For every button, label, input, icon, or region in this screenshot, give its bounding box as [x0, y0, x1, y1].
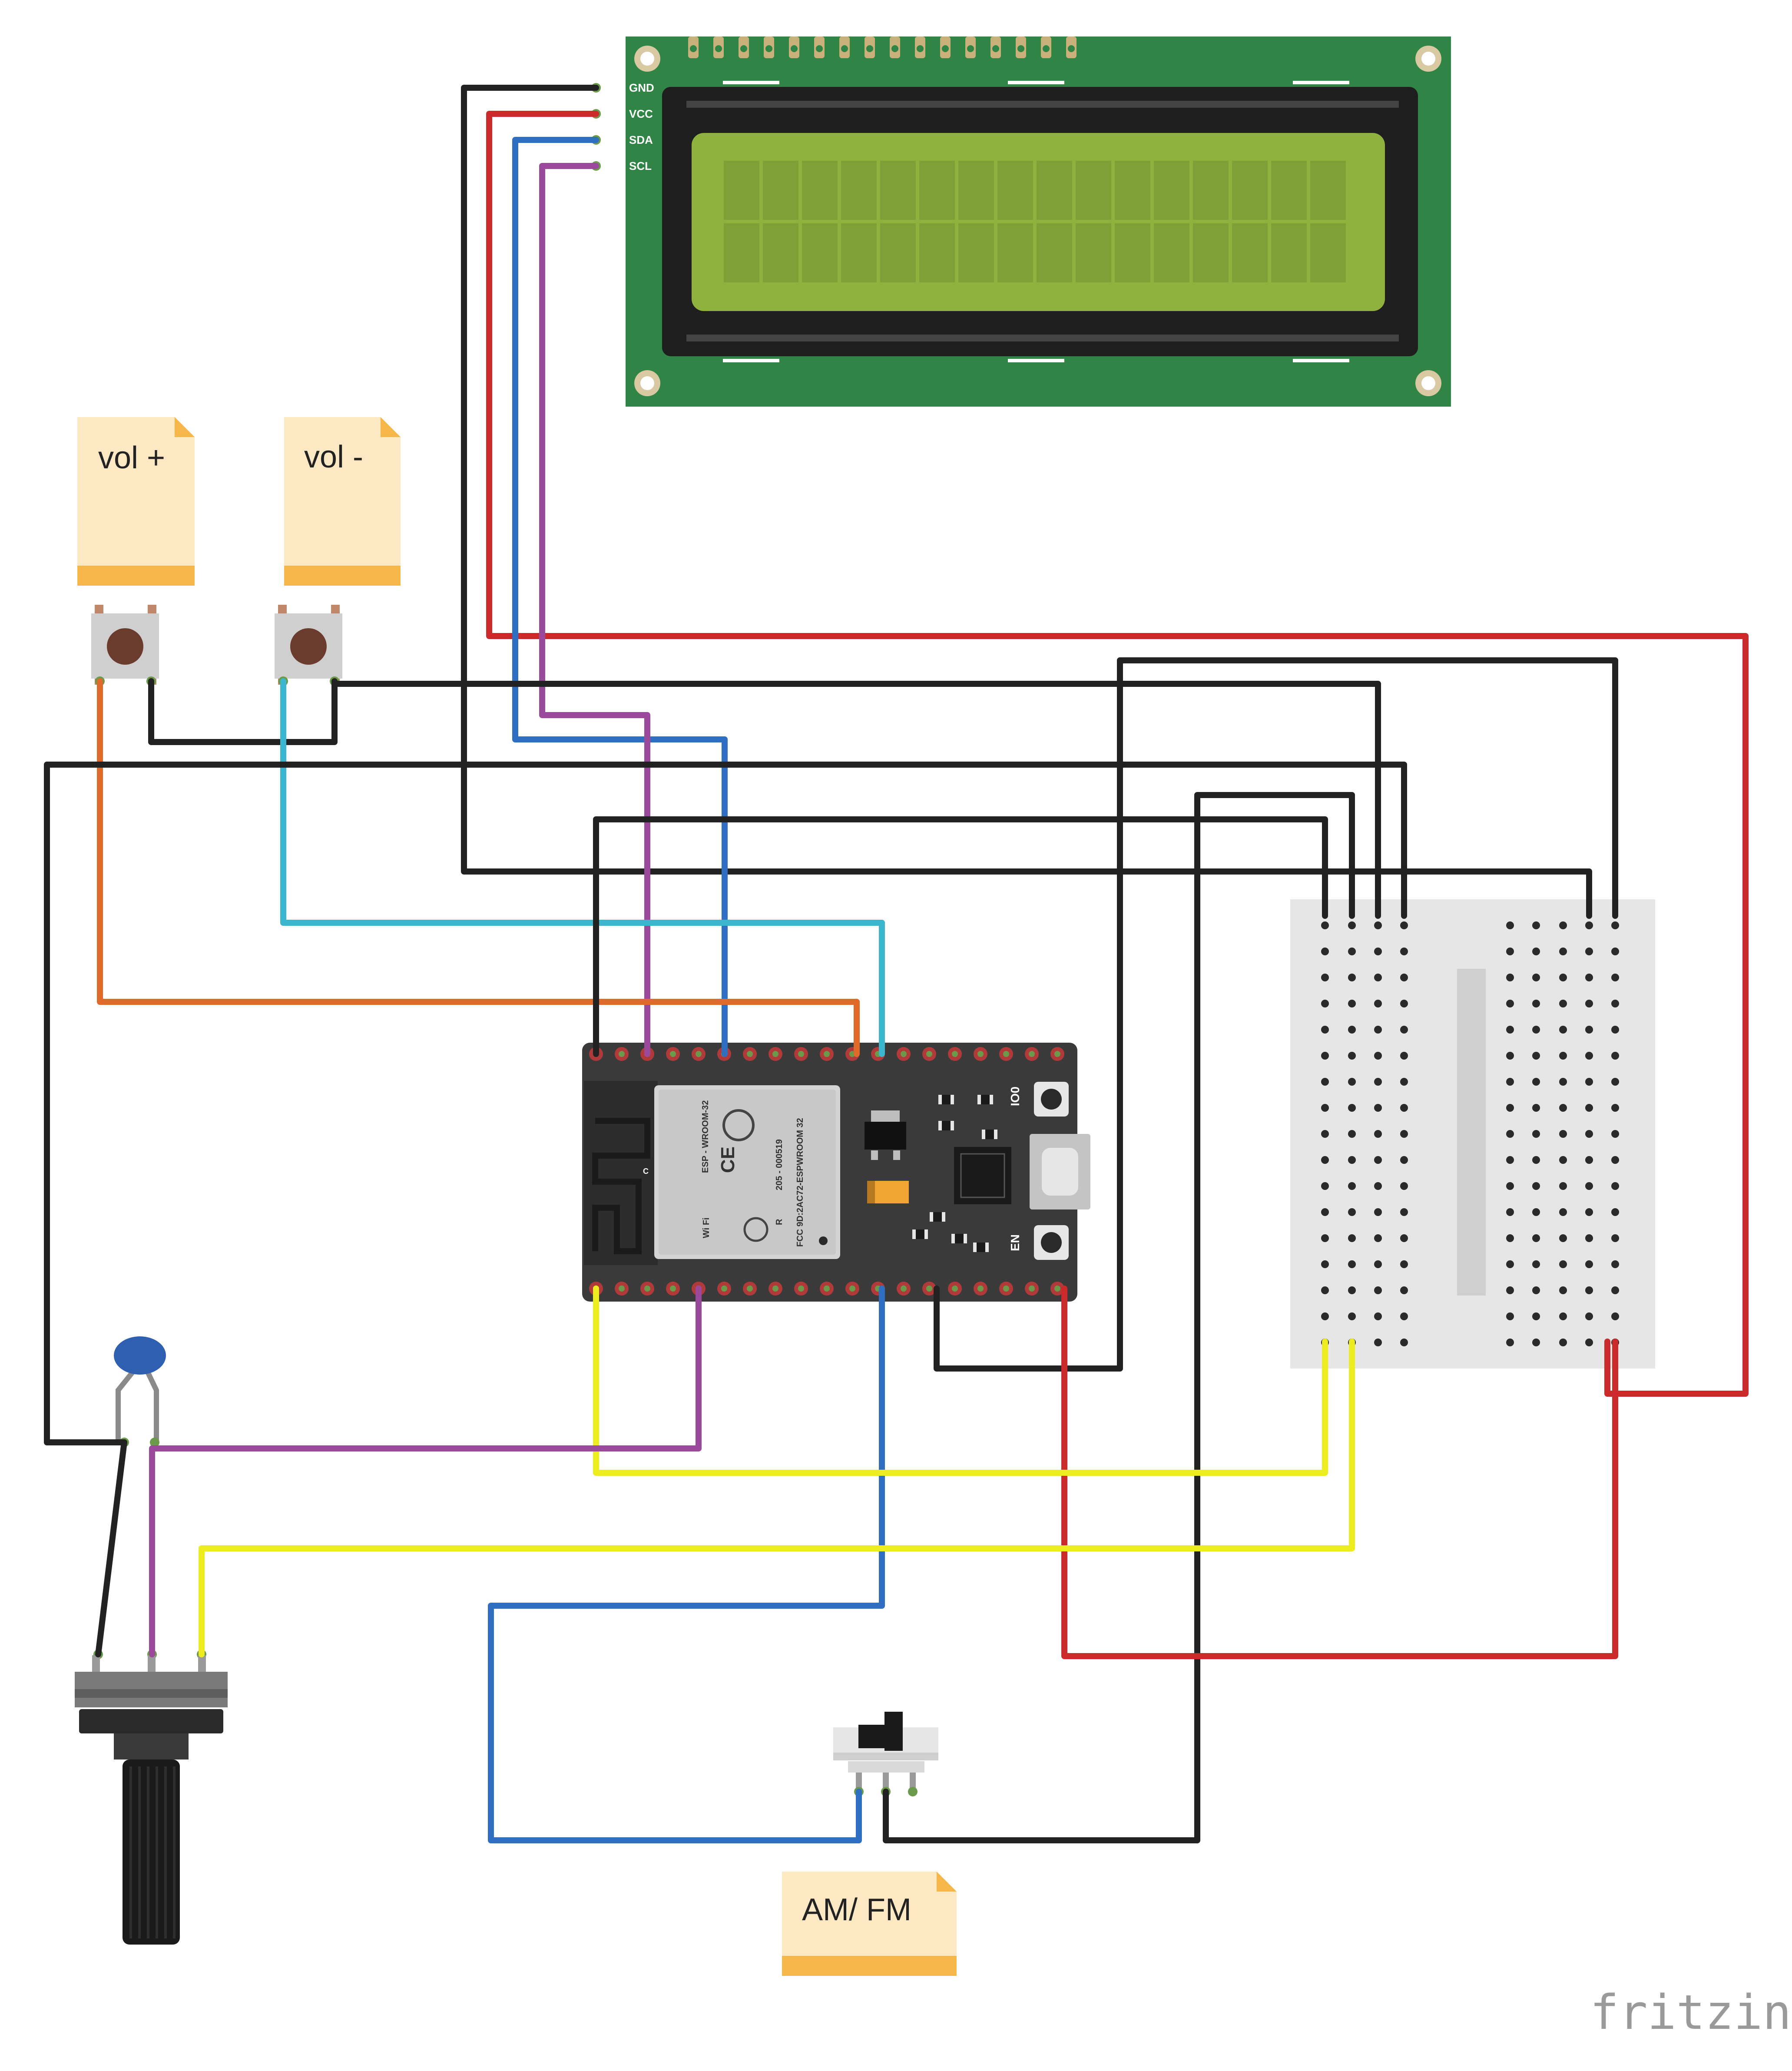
wire-buttons-common [148, 678, 338, 745]
wire-lcd-sda [512, 137, 728, 1057]
note-vol-plus[interactable]: vol + [77, 417, 195, 586]
lcd-header-pins [688, 36, 1077, 58]
breadboard-holes [1321, 921, 1619, 1346]
usb-uart-chip [954, 1147, 1011, 1204]
wire-lcd-scl [539, 163, 650, 1057]
note-am-fm[interactable]: AM/ FM [782, 1872, 957, 1976]
esp32-devkit: ESP - WROOM-32 205 - 000519 FCC 9D:2AC72… [582, 1043, 1090, 1302]
esp32-ce-mark: CE [717, 1147, 739, 1173]
wire-esp-gnd-top [593, 816, 1328, 1057]
wire-esp-gnd-bottom [934, 657, 1618, 1372]
fritzing-brand: fritzing [1590, 1985, 1792, 2040]
lcd-module: GND VCC SDA SCL [591, 36, 1451, 407]
note-vol-minus[interactable]: vol - [284, 417, 401, 586]
en-label: EN [1008, 1234, 1022, 1251]
lcd-pin-scl: SCL [629, 159, 652, 172]
esp32-wifi-mark: Wi Fi [702, 1217, 711, 1238]
mini-breadboard [1290, 899, 1655, 1369]
io0-button[interactable]: IO0 [1008, 1082, 1069, 1117]
smd-components [912, 1095, 997, 1252]
lcd-i2c-pins: GND VCC SDA SCL [591, 81, 654, 172]
io0-label: IO0 [1008, 1087, 1022, 1106]
note-vol-minus-text: vol - [304, 440, 363, 474]
wire-esp-yellow [593, 1286, 1328, 1476]
slide-switch-knob[interactable] [858, 1725, 884, 1748]
wire-vol-plus [97, 678, 860, 1057]
wire-lcd-gnd [461, 85, 1592, 919]
espressif-logo-icon [722, 1109, 755, 1141]
wire-switch-signal [488, 1286, 885, 1843]
lcd-pin-gnd: GND [629, 81, 654, 94]
push-button-vol-plus[interactable] [91, 605, 159, 686]
recycle-mark-icon [743, 1217, 768, 1242]
lcd-pin-sda: SDA [629, 133, 653, 146]
esp32-c-mark: C [643, 1167, 649, 1176]
wire-pot-yellow [199, 1339, 1355, 1657]
lcd-screen [692, 133, 1385, 311]
lcd-pin-vcc: VCC [629, 107, 653, 120]
esp32-fcc: FCC 9D:2AC72-ESPWROOM 32 [795, 1118, 805, 1247]
rotary-potentiometer[interactable] [75, 1650, 228, 1945]
slide-switch-am-fm[interactable] [833, 1712, 938, 1796]
lcd-character-cells [724, 161, 1346, 282]
en-button[interactable]: EN [1008, 1225, 1069, 1260]
wire-pot-gnd [95, 1439, 127, 1657]
note-am-fm-text: AM/ FM [802, 1892, 911, 1927]
esp32-module-cert: 205 - 000519 [775, 1139, 784, 1190]
push-button-vol-minus[interactable] [275, 605, 342, 686]
wire-pot-signal [149, 1286, 702, 1657]
wire-buttons-gnd [331, 681, 1381, 919]
wire-lcd-vcc [486, 111, 1749, 1397]
wire-switch-gnd [883, 792, 1355, 1843]
esp32-module-name: ESP - WROOM-32 [701, 1100, 710, 1173]
wires [44, 85, 1749, 1843]
wire-vol-minus [280, 678, 885, 1057]
ceramic-capacitor [114, 1336, 166, 1447]
wire-cap-gnd [44, 762, 1407, 1445]
esp32-r-mark: R [775, 1219, 784, 1225]
voltage-regulator [865, 1122, 906, 1150]
note-vol-plus-text: vol + [98, 441, 165, 475]
